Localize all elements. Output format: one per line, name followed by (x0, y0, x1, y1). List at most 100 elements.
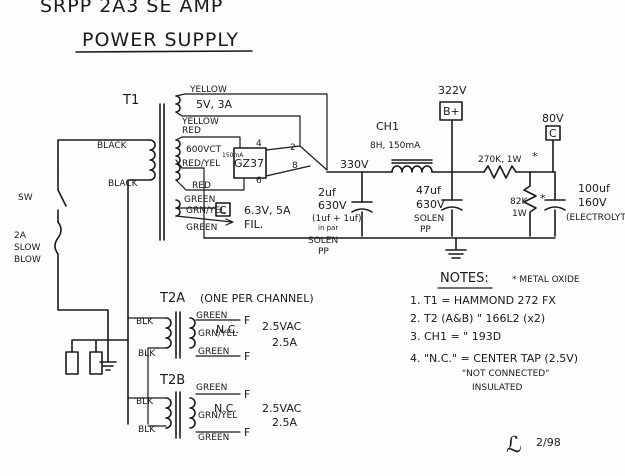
t2a-blk-2: BLK (138, 349, 156, 359)
t1-wire-red-2: RED (192, 181, 211, 191)
t2b-primary-coil (165, 397, 172, 429)
b-plus-label: B+ (443, 105, 460, 118)
fuse (54, 221, 109, 341)
notes-metal-oxide: * METAL OXIDE (512, 275, 580, 285)
t1-ref: T1 (122, 93, 139, 108)
c2-type2: PP (420, 225, 431, 235)
t2b-rating-v: 2.5VAC (262, 402, 302, 415)
t2b-rating-a: 2.5A (272, 416, 297, 429)
t2b-core (175, 391, 181, 439)
t2a-rating-v: 2.5VAC (262, 320, 302, 333)
mains-plug (65, 339, 109, 375)
heading: SRPP 2A3 SE AMP (40, 0, 223, 17)
t2b-primary-leads (127, 397, 167, 427)
t2a-rating-a: 2.5A (272, 336, 297, 349)
fuse-rating: 2A (14, 231, 27, 241)
t1-core (159, 103, 165, 241)
c-node-label: C (549, 127, 557, 140)
note-4b: "NOT CONNECTED" (462, 369, 549, 379)
primary-lead-bottom (127, 179, 151, 425)
t1-wire-yellow-top: YELLOW (189, 85, 227, 95)
fil-node-box (215, 202, 231, 217)
r2-value: 82K (510, 197, 528, 207)
wire-red-1 (175, 136, 241, 149)
t1-hv-winding: 600VCT (186, 145, 222, 155)
fil-node-label: C (219, 204, 227, 217)
t1-wire-green-2: GREEN (186, 223, 217, 233)
ground-symbol (445, 237, 467, 259)
r2-watt: 1W (512, 209, 527, 219)
t2b-secondary-coil (189, 397, 196, 429)
t1-wire-red-yel: RED/YEL (182, 159, 220, 169)
wire-red-2 (175, 177, 245, 191)
gz37-pin-8: 8 (292, 161, 298, 171)
gz37-pin-2: 2 (290, 143, 296, 153)
t1-hv-coil (175, 139, 181, 181)
note-2: 2. T2 (A&B) " 166L2 (x2) (410, 312, 545, 325)
t2a-note: (ONE PER CHANNEL) (200, 292, 314, 305)
fuse-type-1: SLOW (14, 243, 40, 253)
signature-date: 2/98 (536, 436, 561, 449)
note-4c: INSULATED (472, 383, 523, 393)
c2-type: SOLEN (414, 214, 444, 224)
t2a-secondary-leads (195, 319, 241, 357)
t2b-out-f1: F (244, 388, 250, 401)
chassis-ground (99, 339, 117, 371)
t2a-ref: T2A (159, 291, 185, 306)
note-3: 3. CH1 = " 193D (410, 330, 501, 343)
t2a-out-f1: F (244, 314, 250, 327)
t2b-ref: T2B (159, 373, 185, 388)
signature-initials: ℒ (506, 433, 522, 458)
choke-ref: CH1 (376, 120, 399, 133)
r2-mark: * (540, 192, 546, 205)
t1-primary-black-bottom: BLACK (108, 179, 139, 189)
c1-note: (1uf + 1uf) (312, 214, 361, 224)
gz37-label: GZ37 (234, 157, 264, 170)
gz37-pin-6: 6 (256, 176, 262, 186)
fil-arrow (175, 215, 234, 226)
b-plus-box (439, 101, 463, 121)
t2b-secondary-leads (195, 393, 241, 433)
choke-ch1 (391, 165, 433, 173)
t2a-wire-green-2: GREEN (198, 347, 229, 357)
t1-fil-rating: 6.3V, 5A (244, 204, 291, 217)
t2a-wire-green-1: GREEN (196, 311, 227, 321)
t1-wire-yellow-2: YELLOW (181, 117, 219, 127)
choke-value: 8H, 150mA (370, 141, 421, 151)
c3-voltage: 160V (578, 196, 607, 209)
c1-value: 2uf (318, 186, 337, 199)
t2a-core (175, 311, 181, 359)
t2b-blk-2: BLK (138, 425, 156, 435)
c1-voltage: 630V (318, 199, 347, 212)
c3-cap (544, 199, 566, 211)
t2a-nc: N.C. (216, 323, 239, 336)
note-4: 4. "N.C." = CENTER TAP (2.5V) (410, 352, 578, 365)
t2a-wire-grn-yel: GRN/YEL (198, 329, 237, 339)
c1-type: SOLEN (308, 236, 338, 246)
wire-red-yel-ct (175, 159, 205, 239)
c3-value: 100uf (578, 182, 611, 195)
c3-type: (ELECTROLYTIC) (566, 213, 625, 223)
subheading: POWER SUPPLY (82, 29, 239, 51)
node-330v: 330V (340, 158, 369, 171)
t2b-wire-grn-yel: GRN/YEL (198, 411, 237, 421)
t2a-blk-1: BLK (136, 317, 154, 327)
t1-wire-grn-yel: GRN/YEL (186, 206, 225, 216)
t2a-primary-leads (127, 317, 167, 425)
c2-value: 47uf (416, 184, 442, 197)
t2b-blk-1: BLK (136, 397, 154, 407)
switch-label: SW (18, 193, 33, 203)
t1-5v-coil (175, 95, 181, 113)
gz37-pin-4: 4 (256, 139, 262, 149)
t1-wire-green-1: GREEN (184, 195, 215, 205)
node-80v: 80V (542, 112, 564, 125)
t2a-secondary-coil (189, 317, 196, 349)
switch (57, 169, 67, 223)
choke-core (391, 159, 433, 164)
t1-primary-coil (149, 139, 156, 181)
node-322v: 322V (438, 84, 467, 97)
t2a-primary-coil (165, 317, 172, 349)
primary-lead-top (57, 139, 151, 171)
